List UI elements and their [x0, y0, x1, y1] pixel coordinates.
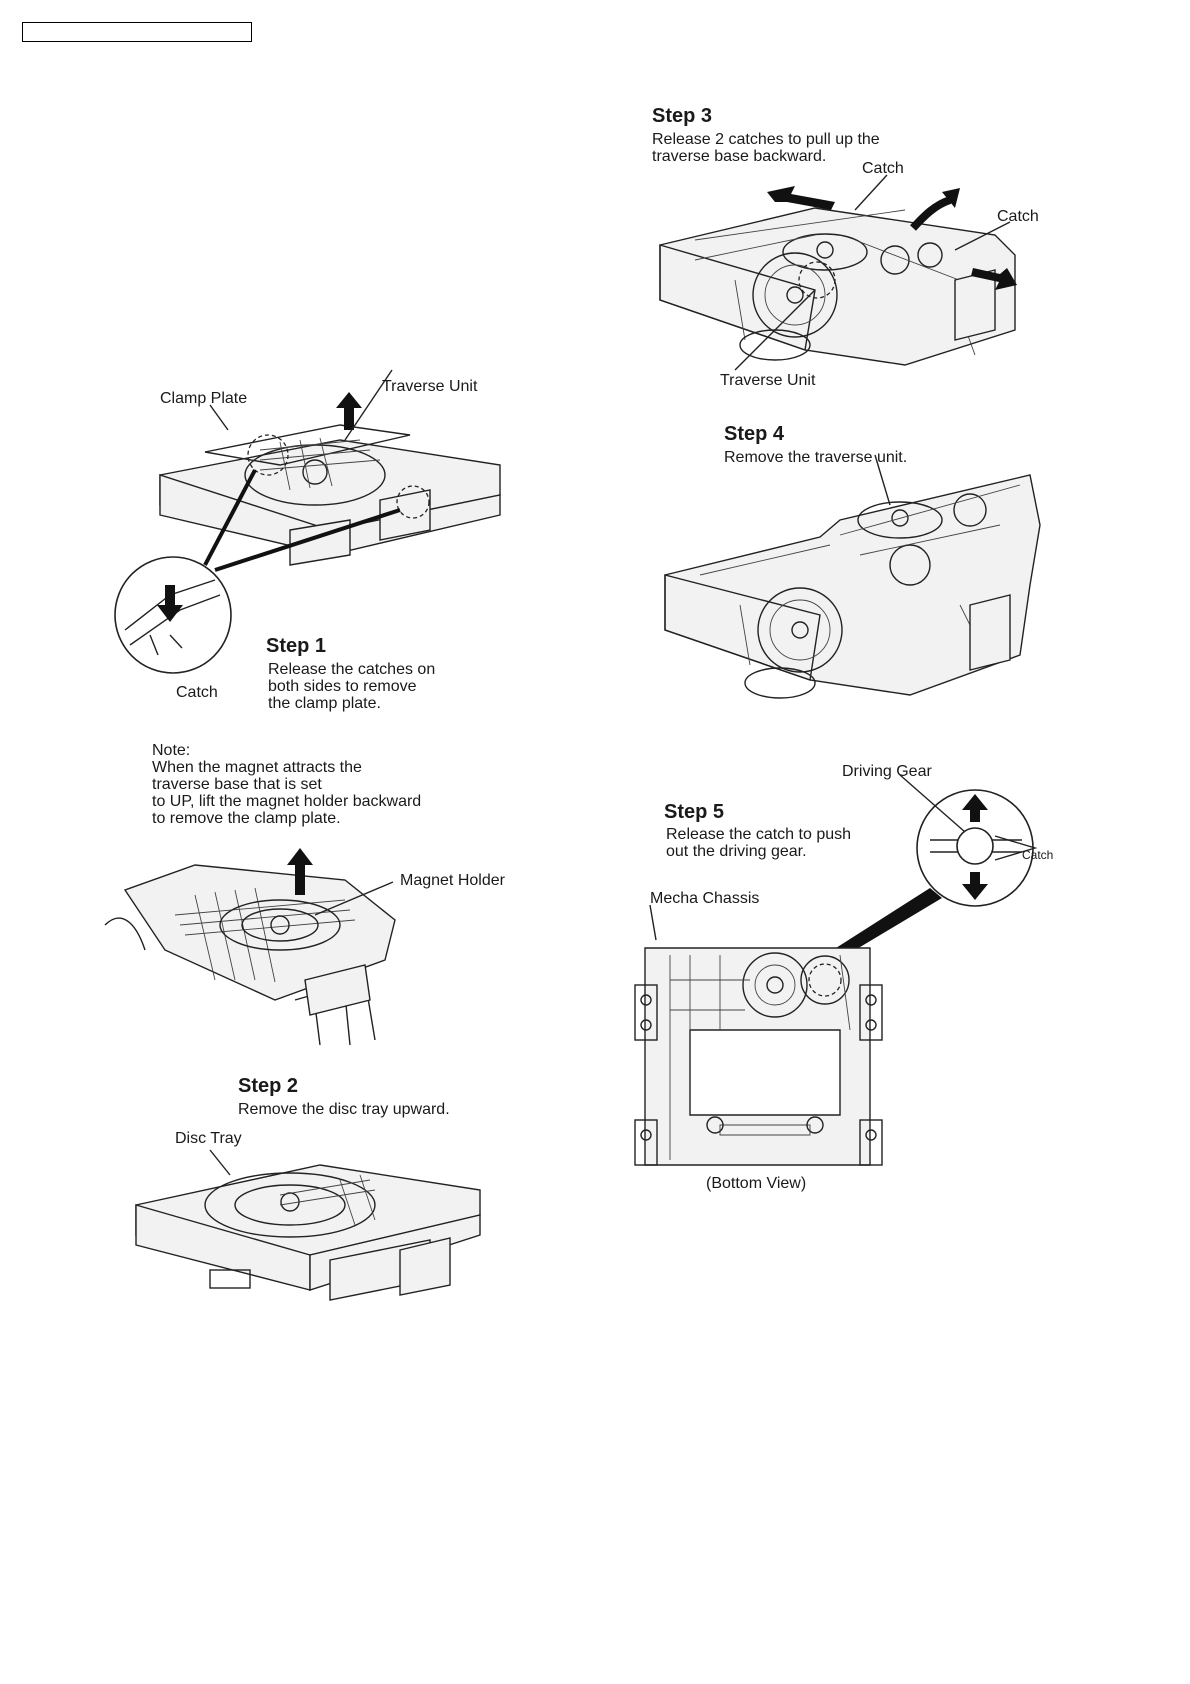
step3-illustration: [659, 174, 1017, 371]
catch-label-step3-right: Catch: [997, 208, 1039, 225]
note-line-3: to UP, lift the magnet holder backward: [152, 793, 422, 810]
note-line-1: When the magnet attracts the: [152, 759, 362, 776]
step3-line-2: traverse base backward.: [652, 148, 827, 165]
step5-line-1: Release the catch to push: [666, 826, 852, 843]
magnet-holder-illustration: [104, 848, 396, 1046]
step3-line-1: Release 2 catches to pull up the: [652, 131, 880, 148]
step5-illustration: [634, 774, 1038, 1166]
bottom-view-label: (Bottom View): [706, 1175, 807, 1192]
step4-title: Step 4: [724, 423, 785, 445]
catch-label-step5: Catch: [1022, 848, 1054, 862]
catch-label-step1: Catch: [176, 684, 218, 701]
step4-line-1: Remove the traverse unit.: [724, 449, 908, 466]
traverse-unit-label-step3: Traverse Unit: [720, 372, 816, 389]
header-box: [22, 22, 252, 42]
note-title: Note:: [152, 742, 191, 759]
step5-title: Step 5: [664, 801, 725, 823]
note-line-4: to remove the clamp plate.: [152, 810, 341, 827]
disc-tray-illustration: [135, 1149, 481, 1301]
traverse-unit-label-step1: Traverse Unit: [382, 378, 478, 395]
driving-gear-label: Driving Gear: [842, 763, 932, 780]
magnet-holder-label: Magnet Holder: [400, 872, 505, 889]
step1-line-3: the clamp plate.: [268, 695, 381, 712]
disc-tray-label: Disc Tray: [175, 1130, 242, 1147]
step1-line-2: both sides to remove: [268, 678, 417, 695]
catch-label-step3-top: Catch: [862, 160, 904, 177]
step1-line-1: Release the catches on: [268, 661, 436, 678]
step1-illustration: [114, 369, 501, 674]
step2-line-1: Remove the disc tray upward.: [238, 1101, 450, 1118]
note-line-2: traverse base that is set: [152, 776, 322, 793]
mecha-chassis-label: Mecha Chassis: [650, 890, 760, 907]
step5-line-2: out the driving gear.: [666, 843, 807, 860]
step1-title: Step 1: [266, 635, 327, 657]
step3-title: Step 3: [652, 105, 713, 127]
step4-illustration: [664, 454, 1041, 699]
clamp-plate-label: Clamp Plate: [160, 390, 248, 407]
step2-title: Step 2: [238, 1075, 299, 1097]
